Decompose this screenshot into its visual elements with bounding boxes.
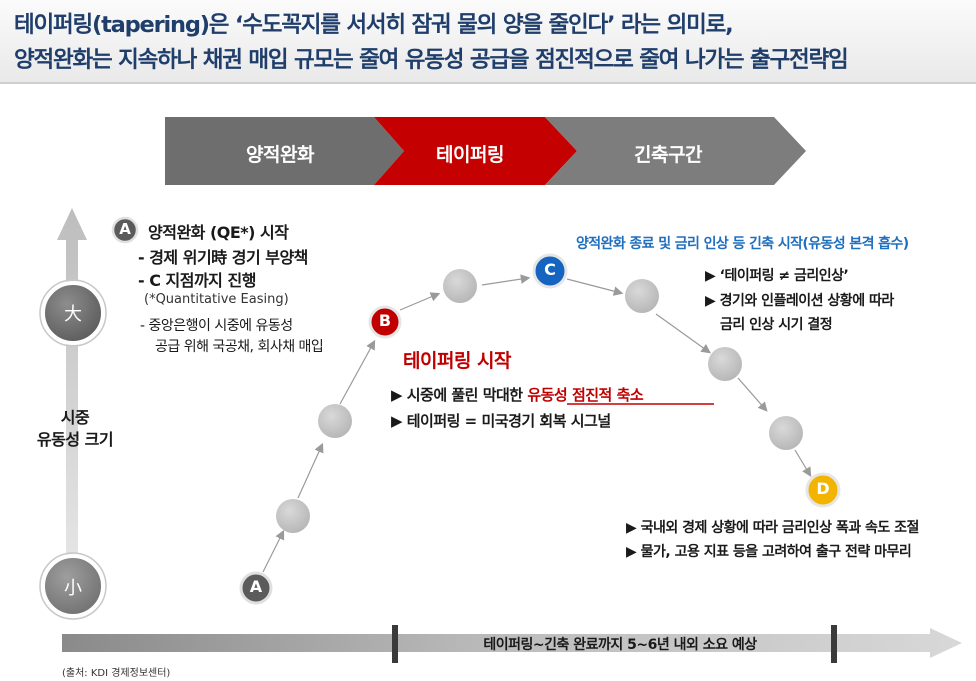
x-axis-arrow [62,628,962,658]
section-a-bullet-3b: 공급 위해 국공채, 회사채 매입 [155,339,324,355]
timeline-bracket-start [392,625,398,663]
header-banner: 테이퍼링(tapering)은 ‘수도꼭지를 서서히 잠궈 물의 양을 줄인다’… [0,0,976,84]
y-axis-label-1: 시중 [60,408,90,427]
section-b-bullet-2: ▶ 테이퍼링 = 미국경기 회복 시그널 [391,412,611,430]
section-c-bullet-2b: 금리 인상 시기 결정 [720,317,833,333]
y-axis-label-2: 유동성 크기 [36,430,114,449]
section-a-bullet-2: - C 지점까지 진행 [138,271,256,290]
phase-chevron-tightening [545,117,806,185]
phase-chevron-qe [165,117,404,185]
connector-arrow [262,529,285,573]
liquidity-low-circle [41,554,105,618]
connector-arrow [655,313,711,354]
liquidity-high-label: 大 [64,304,82,325]
curve-point [769,416,803,450]
phase-label-qe: 양적완화 [246,144,314,166]
section-a-footnote: (*Quantitative Easing) [144,292,289,307]
section-b-bullet-1: ▶ 시중에 풀린 막대한 유동성 점진적 축소 [391,384,644,405]
marker-a-legend-letter: A [119,220,131,238]
section-d-bullet-2: ▶ 물가, 고용 지표 등을 고려하여 출구 전략 마무리 [626,544,912,560]
timeline-bracket-end [831,625,837,663]
section-b-title: 테이퍼링 시작 [403,350,512,372]
curve-point [625,279,659,313]
y-axis-arrow [57,208,87,570]
source-note: (출처: KDI 경제정보센터) [62,668,171,679]
connector-arrow [737,377,768,412]
connector-arrow [399,292,441,311]
marker-a-curve [239,571,273,605]
marker-d [805,472,841,508]
curve-point [708,347,742,381]
curve-point [318,404,352,438]
marker-c-letter: C [544,260,556,279]
liquidity-high-circle [41,281,105,345]
liquidity-low-circle-ring [39,552,107,620]
connector-arrow [297,442,324,499]
marker-d-letter: D [816,479,830,498]
marker-b [368,305,402,339]
connector-arrow [566,278,624,296]
phase-chevron-tapering [374,117,577,185]
liquidity-low-label: 小 [64,578,82,599]
section-c-heading: 양적완화 종료 및 금리 인상 등 긴축 시작(유동성 본격 흡수) [576,236,909,252]
header-line-1: 테이퍼링(tapering)은 ‘수도꼭지를 서서히 잠궈 물의 양을 줄인다’… [14,12,734,38]
section-a-bullet-1: - 경제 위기時 경기 부양책 [138,248,308,267]
phase-label-tightening: 긴축구간 [634,144,702,166]
section-d-bullet-1: ▶ 국내외 경제 상황에 따라 금리인상 폭과 속도 조절 [626,520,919,536]
connector-arrow [339,339,376,405]
curve-point [443,269,477,303]
connector-arrow [794,449,812,478]
section-b-bullet-1-prefix: ▶ 시중에 풀린 막대한 [391,386,528,404]
connector-arrow [481,274,531,286]
marker-a-legend [111,216,139,244]
section-a-bullet-3a: - 중앙은행이 시중에 유동성 [140,318,293,334]
curve-point [276,499,310,533]
section-c-bullet-2a: ▶ 경기와 인플레이션 상황에 따라 [705,293,894,309]
timeline-label: 테이퍼링~긴축 완료까지 5~6년 내외 소요 예상 [483,637,757,653]
marker-c [532,253,568,289]
section-a-title: 양적완화 (QE*) 시작 [148,223,289,242]
section-c-bullet-1: ▶ ‘테이퍼링 ≠ 금리인상’ [705,268,849,284]
marker-b-letter: B [378,311,392,330]
liquidity-high-circle-ring [39,279,107,347]
phase-label-tapering: 테이퍼링 [436,144,504,166]
header-line-2: 양적완화는 지속하나 채권 매입 규모는 줄여 유동성 공급을 점진적으로 줄여… [14,47,849,73]
marker-a-curve-letter: A [249,577,263,596]
section-b-highlight: 유동성 점진적 축소 [527,386,644,404]
